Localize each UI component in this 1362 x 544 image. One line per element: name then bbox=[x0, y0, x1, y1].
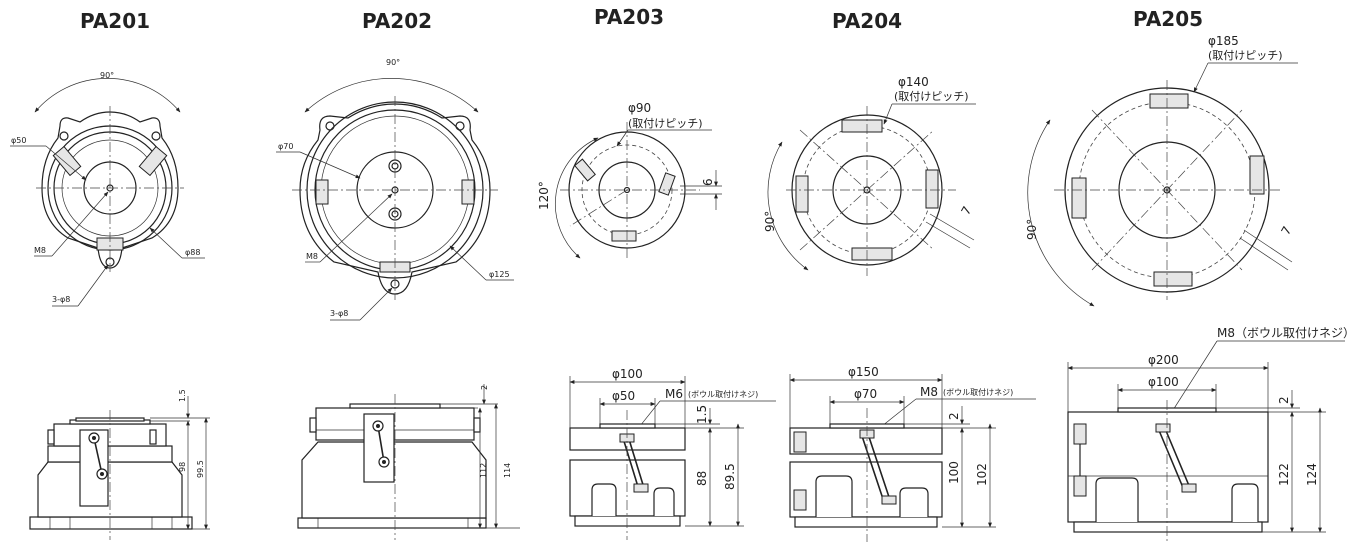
pa203-m6-label: M6 bbox=[665, 387, 683, 401]
pa203-d6-label: 6 bbox=[701, 178, 715, 186]
pa201-side-view: 1.5 98 99.5 bbox=[29, 389, 210, 540]
pa205-d122-label: 122 bbox=[1277, 463, 1291, 486]
pa203-side-view: φ100 φ50 M6 (ボウル取付けネジ) 1.5 88 89.5 bbox=[569, 367, 776, 540]
pa203-m6-note: (ボウル取付けネジ) bbox=[688, 389, 758, 399]
pa205-d7-label: 7 bbox=[1278, 224, 1294, 238]
pa201-d98-label: 98 bbox=[178, 462, 187, 472]
pa203-d88-label: 88 bbox=[695, 471, 709, 486]
pa202-d112-label: 112 bbox=[479, 463, 488, 478]
pa201-phi50-label: φ50 bbox=[11, 136, 26, 145]
pa204-pitch-label: φ140 bbox=[898, 75, 929, 89]
pa205-pitch-label: φ185 bbox=[1208, 34, 1239, 48]
title-pa204: PA204 bbox=[832, 9, 902, 33]
pa203-pitch-label: φ90 bbox=[628, 101, 651, 115]
pa203-angle-label: 120° bbox=[537, 181, 551, 210]
pa204-pitch-note: (取付けピッチ) bbox=[894, 90, 969, 103]
pa205-d124-label: 124 bbox=[1305, 463, 1319, 486]
pa203-d89_5-label: 89.5 bbox=[723, 463, 737, 490]
pa204-d102-label: 102 bbox=[975, 463, 989, 486]
pa205-top-view: 90° φ185 (取付けピッチ) 7 bbox=[1025, 34, 1298, 307]
pa204-d100-label: 100 bbox=[947, 461, 961, 484]
pa204-side-view: φ150 φ70 M8 (ボウル取付けネジ) 2 100 102 bbox=[789, 365, 1036, 542]
title-pa203: PA203 bbox=[594, 5, 664, 29]
pa203-pitch-note: (取付けピッチ) bbox=[628, 117, 703, 130]
pa204-angle-label: 90° bbox=[763, 211, 777, 232]
pa202-phi70-label: φ70 bbox=[278, 142, 293, 151]
pa203-d1_5-label: 1.5 bbox=[695, 405, 709, 424]
pa202-top-view: 90° φ70 M8 3-φ8 φ125 bbox=[276, 58, 514, 321]
pa205-phi100-label: φ100 bbox=[1148, 375, 1179, 389]
pa202-angle-label: 90° bbox=[386, 58, 400, 67]
pa204-d2-label: 2 bbox=[947, 412, 961, 420]
pa205-angle-label: 90° bbox=[1025, 219, 1039, 240]
pa205-phi200-label: φ200 bbox=[1148, 353, 1179, 367]
title-pa205: PA205 bbox=[1133, 7, 1203, 31]
pa205-pitch-note: (取付けピッチ) bbox=[1208, 49, 1283, 62]
pa204-top-view: 90° φ140 (取付けピッチ) 7 bbox=[763, 75, 976, 276]
pa202-side-view: 2 112 114 bbox=[297, 384, 520, 540]
pa204-m8-note: (ボウル取付けネジ) bbox=[943, 387, 1013, 397]
pa204-m8-label: M8 bbox=[920, 385, 938, 399]
pa201-d99_5-label: 99.5 bbox=[196, 460, 205, 478]
pa202-d2-label: 2 bbox=[480, 385, 489, 390]
pa201-hole-label: 3-φ8 bbox=[52, 295, 70, 304]
pa204-phi70-label: φ70 bbox=[854, 387, 877, 401]
pa202-hole-label: 3-φ8 bbox=[330, 309, 348, 318]
pa202-d114-label: 114 bbox=[503, 463, 512, 478]
pa201-m8-label: M8 bbox=[34, 246, 46, 255]
pa201-angle-label: 90° bbox=[100, 71, 114, 80]
title-pa202: PA202 bbox=[362, 9, 432, 33]
pa203-top-view: 120° φ90 (取付けピッチ) 6 bbox=[537, 101, 722, 259]
pa203-phi50-label: φ50 bbox=[612, 389, 635, 403]
pa203-phi100-label: φ100 bbox=[612, 367, 643, 381]
pa201-phi88-label: φ88 bbox=[185, 248, 200, 257]
pa204-phi150-label: φ150 bbox=[848, 365, 879, 379]
pa204-d7-label: 7 bbox=[958, 204, 974, 218]
title-pa201: PA201 bbox=[80, 9, 150, 33]
pa202-m8-label: M8 bbox=[306, 252, 318, 261]
pa201-top-view: 90° φ50 M8 3-φ8 φ88 bbox=[10, 71, 205, 307]
pa205-side-view: M8（ボウル取付けネジ） φ200 φ100 2 122 124 bbox=[1067, 326, 1355, 542]
pa201-d1_5-label: 1.5 bbox=[178, 389, 187, 402]
pa202-phi125-label: φ125 bbox=[489, 270, 510, 279]
pa205-d2-label: 2 bbox=[1277, 396, 1291, 404]
pa205-m8-label: M8（ボウル取付けネジ） bbox=[1217, 326, 1355, 340]
